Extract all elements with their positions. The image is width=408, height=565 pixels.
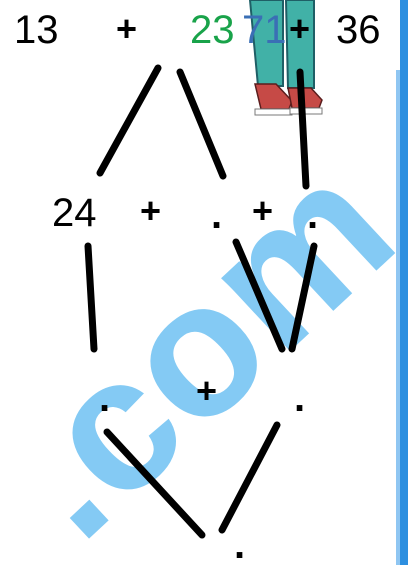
top-plus-2: + — [289, 11, 310, 47]
lower-dot-2: . — [294, 378, 305, 418]
middle-dot-1: . — [211, 195, 222, 235]
middle-dot-2: . — [307, 195, 318, 235]
lower-dot-1: . — [99, 378, 110, 418]
line-top-mid — [180, 72, 223, 176]
middle-plus-2: + — [252, 193, 273, 229]
top-number-3: 36 — [336, 10, 381, 50]
lower-plus: + — [196, 373, 217, 409]
top-plus-1: + — [116, 11, 137, 47]
top-number-1: 13 — [14, 10, 59, 50]
top-number-2a: 23 — [190, 10, 235, 50]
watermark-text: .com — [0, 120, 408, 565]
middle-plus-1: + — [140, 193, 161, 229]
bottom-dot: . — [234, 525, 245, 565]
middle-number-1: 24 — [52, 193, 97, 233]
top-number-2b: 71 — [242, 10, 287, 50]
line-top-left — [100, 68, 158, 173]
